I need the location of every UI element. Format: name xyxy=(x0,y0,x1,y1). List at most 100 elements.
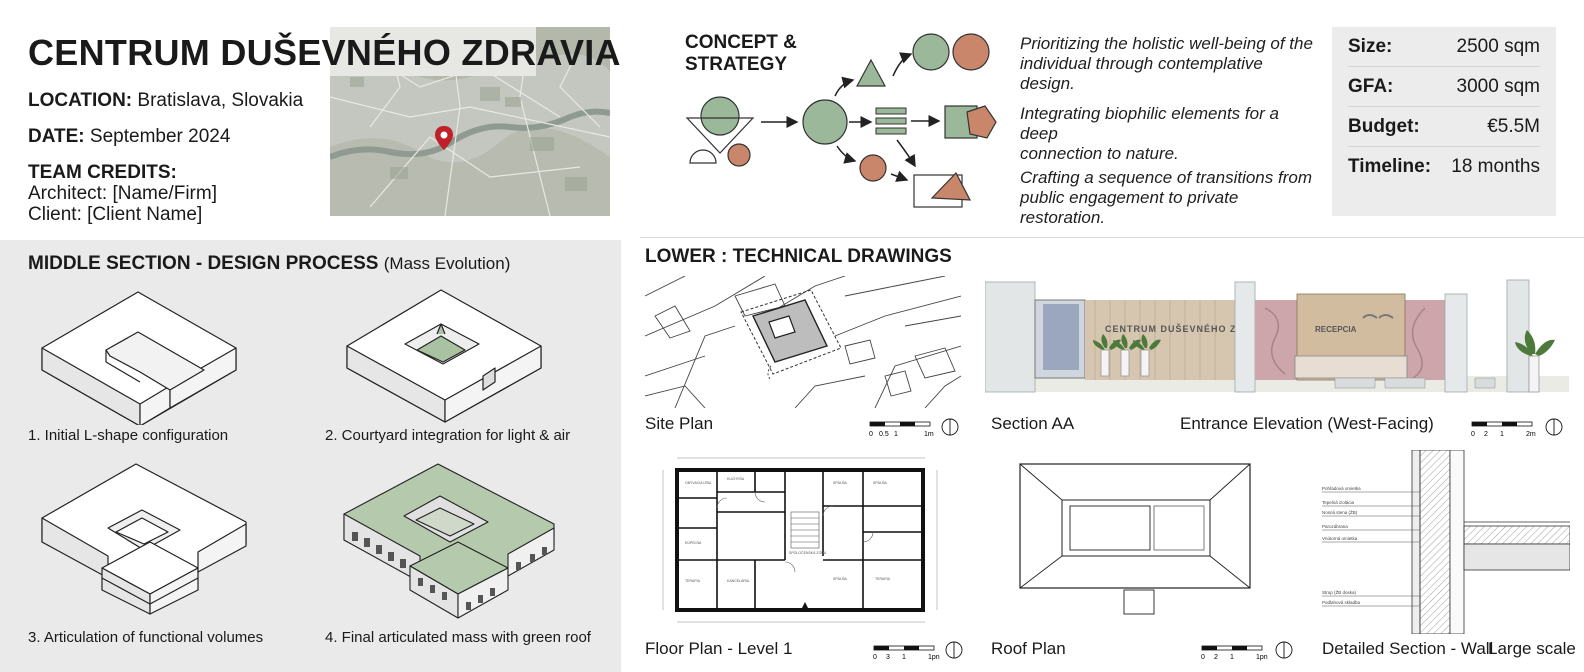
team-label: TEAM CREDITS: xyxy=(28,162,177,183)
concept-statement-2: Integrating biophilic elements for a dee… xyxy=(1020,104,1279,163)
entrance-elevation-drawing: CENTRUM DUŠEVNÉHO ZDRAVIA RECEPCIA xyxy=(985,279,1569,393)
large-scale-caption: Large scale xyxy=(1488,639,1576,658)
svg-text:KÚPEĽŇA: KÚPEĽŇA xyxy=(685,541,702,545)
stat-row-gfa: GFA: 3000 sqm xyxy=(1348,67,1540,107)
svg-text:TERAPIA: TERAPIA xyxy=(685,579,701,583)
svg-text:Strop (ŽB doska): Strop (ŽB doska) xyxy=(1322,588,1357,595)
svg-text:Nosná stena (ŽB): Nosná stena (ŽB) xyxy=(1322,508,1358,515)
mass-step-2-caption: 2. Courtyard integration for light & air xyxy=(325,427,571,444)
mass-step-3-caption: 3. Articulation of functional volumes xyxy=(28,629,264,646)
site-plan-drawing xyxy=(645,276,961,408)
concept-right-circle-terracotta xyxy=(952,33,990,71)
stat-label: Timeline: xyxy=(1348,156,1432,177)
roof-plan-caption: Roof Plan xyxy=(991,639,1066,658)
svg-text:Parozábrana: Parozábrana xyxy=(1322,524,1348,529)
svg-text:1m: 1m xyxy=(924,431,934,438)
title-backdrop xyxy=(330,27,536,76)
stat-value: 18 months xyxy=(1451,156,1540,177)
stat-value: 3000 sqm xyxy=(1456,75,1540,97)
floor-plan-scale-bar: 0 3 1 1pn xyxy=(873,641,963,661)
svg-text:SPOLOČENSKÁ ZÓNA: SPOLOČENSKÁ ZÓNA xyxy=(789,550,827,555)
date-label: DATE: xyxy=(28,126,85,147)
concept-triangle-terracotta xyxy=(930,171,972,201)
svg-text:SPÁLŇA: SPÁLŇA xyxy=(873,481,887,485)
elevation-scale-bar: 0 2 1 2m xyxy=(1471,418,1563,438)
concept-pentagon-terracotta xyxy=(966,105,997,139)
mass-step-2-drawing xyxy=(346,289,542,423)
concept-triangle-outline xyxy=(685,117,755,154)
concept-small-terracotta xyxy=(859,154,887,182)
design-process-heading: MIDDLE SECTION - DESIGN PROCESS (Mass Ev… xyxy=(28,253,511,274)
page-title: CENTRUM DUŠEVNÉHO ZDRAVIA xyxy=(28,32,621,73)
stat-label: GFA: xyxy=(1348,75,1394,97)
svg-text:1: 1 xyxy=(1230,654,1234,661)
floor-plan-drawing: OBÝVACIA IZBA KUCHYŇA SPÁLŇA SPÁLŇA KÚPEĽŇA… xyxy=(662,457,938,623)
project-stats-panel: Size: 2500 sqm GFA: 3000 sqm Budget: €5.… xyxy=(1332,27,1556,216)
divider xyxy=(640,237,1584,238)
concept-heading: CONCEPT & STRATEGY xyxy=(685,32,797,75)
concept-statement-3: Crafting a sequence of transitions from … xyxy=(1020,168,1312,227)
concept-circle-green xyxy=(700,96,740,136)
stat-value: 2500 sqm xyxy=(1456,35,1540,57)
mass-step-3-drawing xyxy=(41,463,247,615)
location-label: LOCATION: xyxy=(28,90,133,111)
svg-text:Vnútorná omietka: Vnútorná omietka xyxy=(1322,536,1358,541)
concept-half-circle xyxy=(689,149,717,164)
stat-row-size: Size: 2500 sqm xyxy=(1348,27,1540,67)
plant-icon xyxy=(1093,330,1555,356)
detailed-section-caption: Detailed Section - Wall xyxy=(1322,639,1494,658)
svg-text:OBÝVACIA IZBA: OBÝVACIA IZBA xyxy=(685,481,712,485)
svg-text:1pn: 1pn xyxy=(1256,654,1268,661)
svg-text:1: 1 xyxy=(1500,431,1504,438)
concept-statement-1: Prioritizing the holistic well-being of … xyxy=(1020,34,1313,93)
location-line: LOCATION: Bratislava, Slovakia xyxy=(28,90,303,112)
svg-text:2m: 2m xyxy=(1526,431,1536,438)
svg-text:1pn: 1pn xyxy=(928,654,940,661)
svg-text:1: 1 xyxy=(902,654,906,661)
concept-stack-icon xyxy=(875,107,907,135)
roof-plan-scale-bar: 0 2 1 1pn xyxy=(1201,641,1293,661)
date-line: DATE: September 2024 xyxy=(28,126,230,148)
concept-triangle-green xyxy=(855,58,887,87)
date-value: September 2024 xyxy=(89,126,231,147)
mass-step-1-caption: 1. Initial L-shape configuration xyxy=(28,427,229,444)
svg-text:1: 1 xyxy=(894,431,898,438)
concept-center-circle xyxy=(802,99,848,145)
roof-plan-drawing xyxy=(1019,463,1251,615)
architect-credit: Architect: [Name/Firm] xyxy=(28,183,217,204)
stat-row-timeline: Timeline: 18 months xyxy=(1348,147,1540,187)
svg-text:KANCELÁRIA: KANCELÁRIA xyxy=(727,579,750,583)
stat-label: Size: xyxy=(1348,35,1393,57)
svg-text:3: 3 xyxy=(886,654,890,661)
svg-text:SPÁLŇA: SPÁLŇA xyxy=(833,577,847,581)
concept-circle-terracotta xyxy=(727,143,751,167)
svg-text:KUCHYŇA: KUCHYŇA xyxy=(727,477,745,481)
svg-text:0: 0 xyxy=(1471,431,1475,438)
entrance-elevation-caption: Entrance Elevation (West-Facing) xyxy=(1180,414,1434,433)
svg-text:0: 0 xyxy=(869,431,873,438)
concept-diagram xyxy=(685,33,997,208)
location-value: Bratislava, Slovakia xyxy=(137,90,304,111)
mass-step-4-drawing xyxy=(343,463,555,619)
elevation-sign: CENTRUM DUŠEVNÉHO ZDRAVIA xyxy=(1105,323,1276,334)
stat-label: Budget: xyxy=(1348,115,1420,137)
section-aa-caption: Section AA xyxy=(991,414,1075,433)
site-plan-scale-bar: 0 0.5 1 1m xyxy=(869,418,959,438)
team-credits: TEAM CREDITS: Architect: [Name/Firm] Cli… xyxy=(28,162,217,225)
technical-drawings-heading: LOWER : TECHNICAL DRAWINGS xyxy=(645,246,952,267)
site-plan-caption: Site Plan xyxy=(645,414,714,433)
svg-text:0: 0 xyxy=(873,654,877,661)
svg-text:SPÁLŇA: SPÁLŇA xyxy=(833,481,847,485)
svg-text:2: 2 xyxy=(1214,654,1218,661)
svg-text:2: 2 xyxy=(1484,431,1488,438)
stat-value: €5.5M xyxy=(1487,115,1540,137)
stat-row-budget: Budget: €5.5M xyxy=(1348,107,1540,147)
svg-text:0.5: 0.5 xyxy=(879,431,889,438)
mass-step-4-caption: 4. Final articulated mass with green roo… xyxy=(325,629,591,646)
mass-step-1-drawing xyxy=(41,291,237,425)
floor-plan-caption: Floor Plan - Level 1 xyxy=(645,639,793,658)
map-pin-icon xyxy=(435,126,453,150)
svg-text:TERAPIA: TERAPIA xyxy=(875,577,891,581)
svg-text:0: 0 xyxy=(1201,654,1205,661)
